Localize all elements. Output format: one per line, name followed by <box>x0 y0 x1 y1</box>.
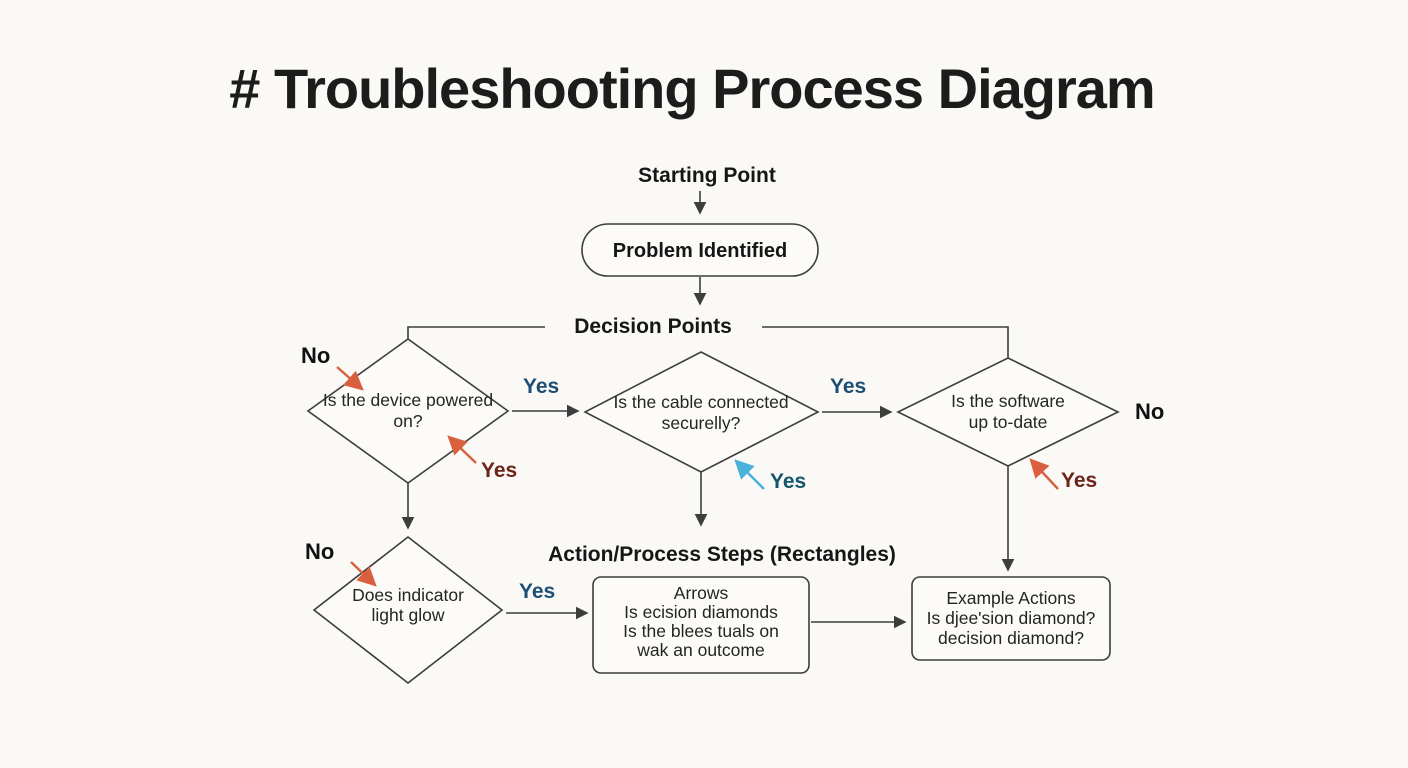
arrows-process-box <box>592 576 810 674</box>
yes-label-cable-to-software: Yes <box>830 375 866 398</box>
decision-software-line2: up to-date <box>969 412 1048 432</box>
decision-device-line2: on? <box>393 411 422 431</box>
arrows-box-line2: Is ecision diamonds <box>624 602 778 622</box>
problem-identified-node <box>581 223 819 277</box>
action-section-label: Action/Process Steps (Rectangles) <box>548 543 896 566</box>
decision-indicator-line1: Does indicator <box>352 585 464 605</box>
yes-label-cable-branch: Yes <box>770 470 806 493</box>
branch-line-left <box>407 326 545 339</box>
decision-cable-line1: Is the cable connected <box>613 392 788 412</box>
decision-device-line1: Is the device powered <box>323 390 493 410</box>
no-label-device: No <box>301 343 330 368</box>
arrows-box-line1: Arrows <box>674 583 729 603</box>
page-title: # Troubleshooting Process Diagram <box>229 57 1154 120</box>
yes-label-device-branch: Yes <box>481 459 517 482</box>
branch-line-right <box>762 326 1009 358</box>
actions-box-line3: decision diamond? <box>938 628 1084 648</box>
decision-cable-line2: securelly? <box>662 413 741 433</box>
annotation-arrow-no-device-icon <box>336 366 364 391</box>
yes-label-device-to-cable: Yes <box>523 375 559 398</box>
decision-software-line1: Is the software <box>951 391 1065 411</box>
arrows-box-line4: wak an outcome <box>636 640 764 660</box>
no-label-software: No <box>1135 399 1164 424</box>
decision-section-label: Decision Points <box>574 315 732 338</box>
actions-box-line1: Example Actions <box>946 588 1076 608</box>
actions-box-line2: Is djee'sion diamond? <box>927 608 1096 628</box>
problem-identified-label: Problem Identified <box>613 240 787 262</box>
annotation-arrow-yes-software-icon <box>1029 458 1059 490</box>
decision-indicator-line2: light glow <box>372 605 445 625</box>
no-label-indicator: No <box>305 539 334 564</box>
example-actions-box <box>911 576 1111 661</box>
annotation-arrow-yes-cable-icon <box>734 459 765 490</box>
yes-label-software-branch: Yes <box>1061 469 1097 492</box>
start-label: Starting Point <box>638 164 776 187</box>
arrows-box-line3: Is the blees tuals on <box>623 621 779 641</box>
decision-cable-connected <box>583 351 820 473</box>
annotation-arrow-yes-device-icon <box>447 435 477 464</box>
yes-label-indicator: Yes <box>519 580 555 603</box>
annotation-arrow-no-indicator-icon <box>350 561 377 587</box>
